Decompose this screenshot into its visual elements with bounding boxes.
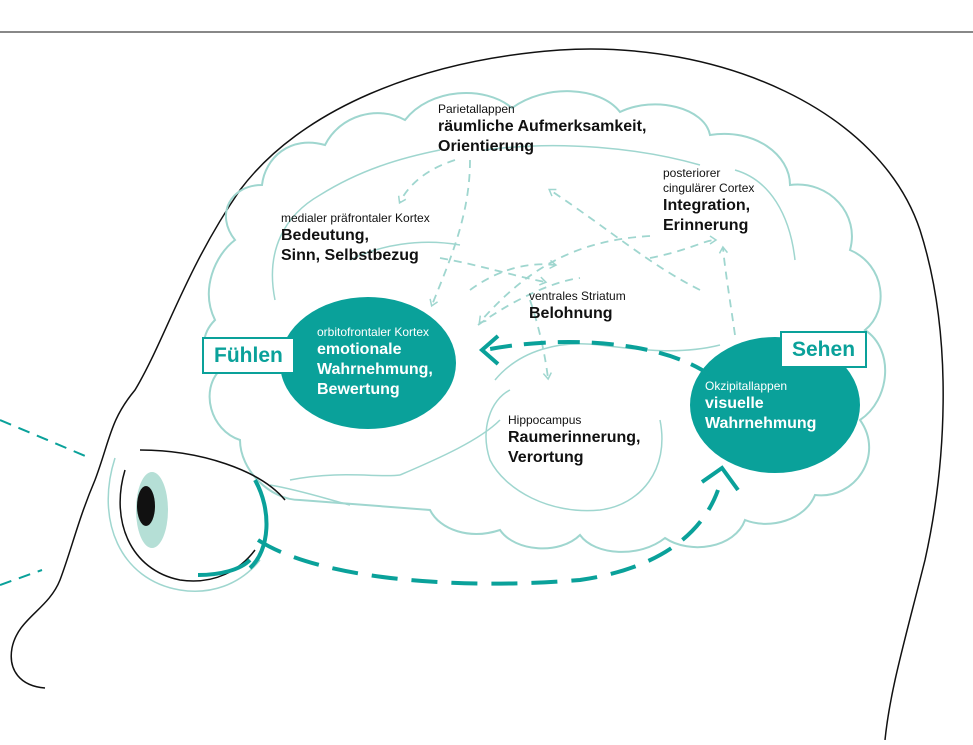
ofc-function-2: Wahrnehmung, [317, 361, 433, 378]
head-outline [10, 48, 944, 741]
feel-box-label: Fühlen [202, 337, 295, 375]
pcc-function-2: Erinnerung [663, 217, 749, 234]
visual-to-emotion-arrow [484, 340, 712, 377]
parietal-label: Parietallappen räumliche Aufmerksamkeit,… [438, 102, 646, 157]
striatum-region: ventrales Striatum [529, 289, 626, 303]
visual-to-emotion-arrowhead [478, 334, 500, 366]
occipital-function-1: visuelle [705, 395, 764, 412]
ofc-function-1: emotionale [317, 341, 402, 358]
brain-outline [203, 90, 886, 553]
pcc-label: posteriorer cingulärer Cortex Integratio… [663, 166, 754, 236]
ofc-region [280, 297, 456, 429]
occipital-label: Okzipitallappen visuelle Wahrnehmung [705, 379, 816, 434]
striatum-label: ventrales Striatum Belohnung [529, 289, 626, 324]
mpfc-function-1: Bedeutung, [281, 227, 369, 244]
ofc-region: orbitofrontaler Kortex [317, 325, 430, 339]
hippocampus-label: Hippocampus Raumerinnerung, Verortung [508, 413, 640, 468]
pupil [137, 486, 155, 526]
occipital-region: Okzipitallappen [705, 379, 788, 393]
striatum-function-1: Belohnung [529, 305, 613, 322]
sight-line-top [0, 419, 91, 459]
hippocampus-function-2: Verortung [508, 449, 584, 466]
parietal-region: Parietallappen [438, 102, 515, 116]
mpfc-function-2: Sinn, Selbstbezug [281, 247, 419, 264]
hippocampus-region: Hippocampus [508, 413, 582, 427]
pcc-function-1: Integration, [663, 197, 751, 214]
mpfc-region: medialer präfrontaler Kortex [281, 211, 430, 225]
parietal-function-2: Orientierung [438, 138, 535, 155]
pcc-region-2: cingulärer Cortex [663, 181, 755, 195]
optic-pathway-arrowhead [700, 465, 740, 492]
ofc-label: orbitofrontaler Kortex emotionale Wahrne… [317, 325, 433, 400]
occipital-region [690, 337, 860, 473]
mpfc-label: medialer präfrontaler Kortex Bedeutung, … [281, 211, 430, 266]
pcc-region-1: posteriorer [663, 166, 721, 180]
eye [107, 449, 351, 592]
see-box-label: Sehen [780, 331, 868, 369]
sight-line-bottom [0, 569, 43, 586]
optic-pathway-arrow [256, 489, 720, 586]
hippocampus-function-1: Raumerinnerung, [508, 429, 641, 446]
ofc-function-3: Bewertung [317, 381, 400, 398]
parietal-function-1: räumliche Aufmerksamkeit, [438, 118, 647, 135]
occipital-function-2: Wahrnehmung [705, 415, 817, 432]
brain-folds [271, 144, 796, 512]
